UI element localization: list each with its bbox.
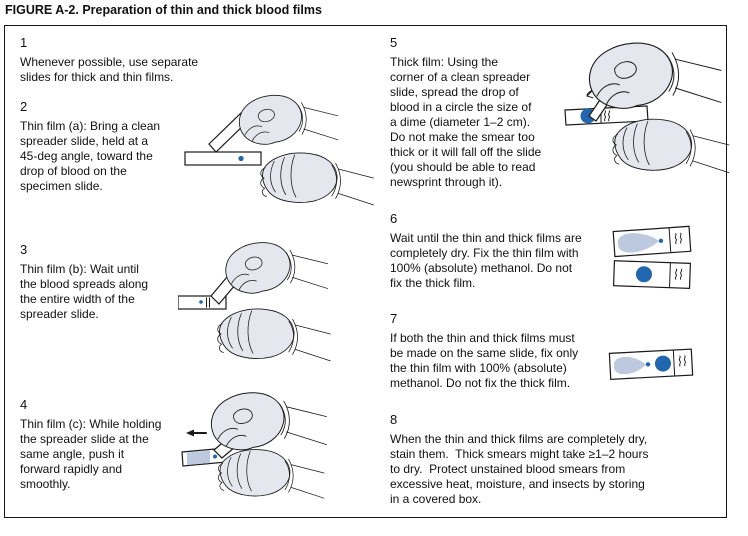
specimen-slide bbox=[184, 151, 262, 166]
gloved-hand-bottom bbox=[217, 308, 331, 362]
slide-label-divider bbox=[668, 228, 672, 253]
rotation-arrow-head bbox=[586, 91, 594, 99]
thick-film-circle bbox=[635, 266, 652, 283]
slide-label-divider bbox=[669, 263, 671, 288]
step-1: 1 Whenever possible, use separate slides… bbox=[20, 36, 250, 85]
step-text: Whenever possible, use separate slides f… bbox=[20, 55, 199, 84]
gloved-hand-top bbox=[210, 392, 327, 451]
thin-film-smear bbox=[613, 356, 647, 375]
illustration-hands-step2 bbox=[184, 94, 374, 206]
gloved-hand-top bbox=[225, 242, 329, 294]
gloved-hand-top bbox=[588, 42, 722, 109]
illustration-slide-step7 bbox=[608, 348, 694, 380]
illustration-hands-step5 bbox=[564, 42, 730, 174]
gloved-hand-bottom bbox=[612, 118, 730, 174]
blood-drop-icon bbox=[213, 454, 217, 459]
step-number: 7 bbox=[390, 311, 398, 326]
blood-drop-icon bbox=[199, 300, 203, 304]
step-number: 4 bbox=[20, 397, 28, 412]
step-4: 4 Thin film (c): While holding the sprea… bbox=[20, 398, 250, 492]
step-2: 2 Thin film (a): Bring a clean spreader … bbox=[20, 100, 250, 194]
illustration-hands-step4 bbox=[181, 392, 327, 499]
step-text: Wait until the thin and thick films are … bbox=[390, 231, 582, 290]
illustration-hands-step3 bbox=[178, 242, 331, 362]
motion-arrow-head bbox=[186, 429, 194, 437]
figure-title: FIGURE A-2. Preparation of thin and thic… bbox=[5, 3, 322, 17]
step-number: 1 bbox=[20, 35, 28, 50]
step-3: 3 Thin film (b): Wait until the blood sp… bbox=[20, 243, 250, 322]
step-5: 5 Thick film: Using the corner of a clea… bbox=[390, 36, 620, 190]
step-number: 3 bbox=[20, 242, 28, 257]
step-text: Thin film (c): While holding the spreade… bbox=[20, 417, 162, 491]
thin-film-smear bbox=[617, 233, 659, 253]
step-6: 6 Wait until the thin and thick films ar… bbox=[390, 212, 720, 291]
step-7: 7 If both the thin and thick films must … bbox=[390, 312, 720, 391]
illustration-slides-step6 bbox=[612, 225, 692, 289]
combined-film-slide bbox=[608, 348, 694, 380]
step-8: 8 When the thin and thick films are comp… bbox=[390, 413, 725, 507]
step-number: 2 bbox=[20, 99, 28, 114]
step-text: Thin film (b): Wait until the blood spre… bbox=[20, 262, 149, 321]
step-number: 8 bbox=[390, 412, 398, 427]
step-number: 6 bbox=[390, 211, 398, 226]
step-text: Thin film (a): Bring a clean spreader sl… bbox=[20, 119, 161, 193]
thin-film-smear bbox=[187, 450, 210, 465]
thick-film-slide bbox=[612, 260, 692, 289]
blood-drop-icon bbox=[238, 155, 244, 162]
thick-film-circle bbox=[654, 355, 671, 372]
gloved-hand-top bbox=[238, 94, 339, 145]
blood-drop-icon bbox=[645, 362, 651, 367]
step-text: If both the thin and thick films must be… bbox=[390, 331, 579, 390]
figure-border-box bbox=[4, 25, 727, 518]
blood-drop-icon bbox=[658, 238, 664, 244]
step-text: When the thin and thick films are comple… bbox=[390, 432, 649, 506]
step-number: 5 bbox=[390, 35, 398, 50]
thin-film-slide bbox=[612, 225, 692, 258]
slide-label-divider bbox=[672, 350, 676, 376]
gloved-hand-bottom bbox=[217, 449, 325, 499]
gloved-hand-bottom bbox=[260, 152, 374, 206]
step-text: Thick film: Using the corner of a clean … bbox=[390, 55, 542, 189]
